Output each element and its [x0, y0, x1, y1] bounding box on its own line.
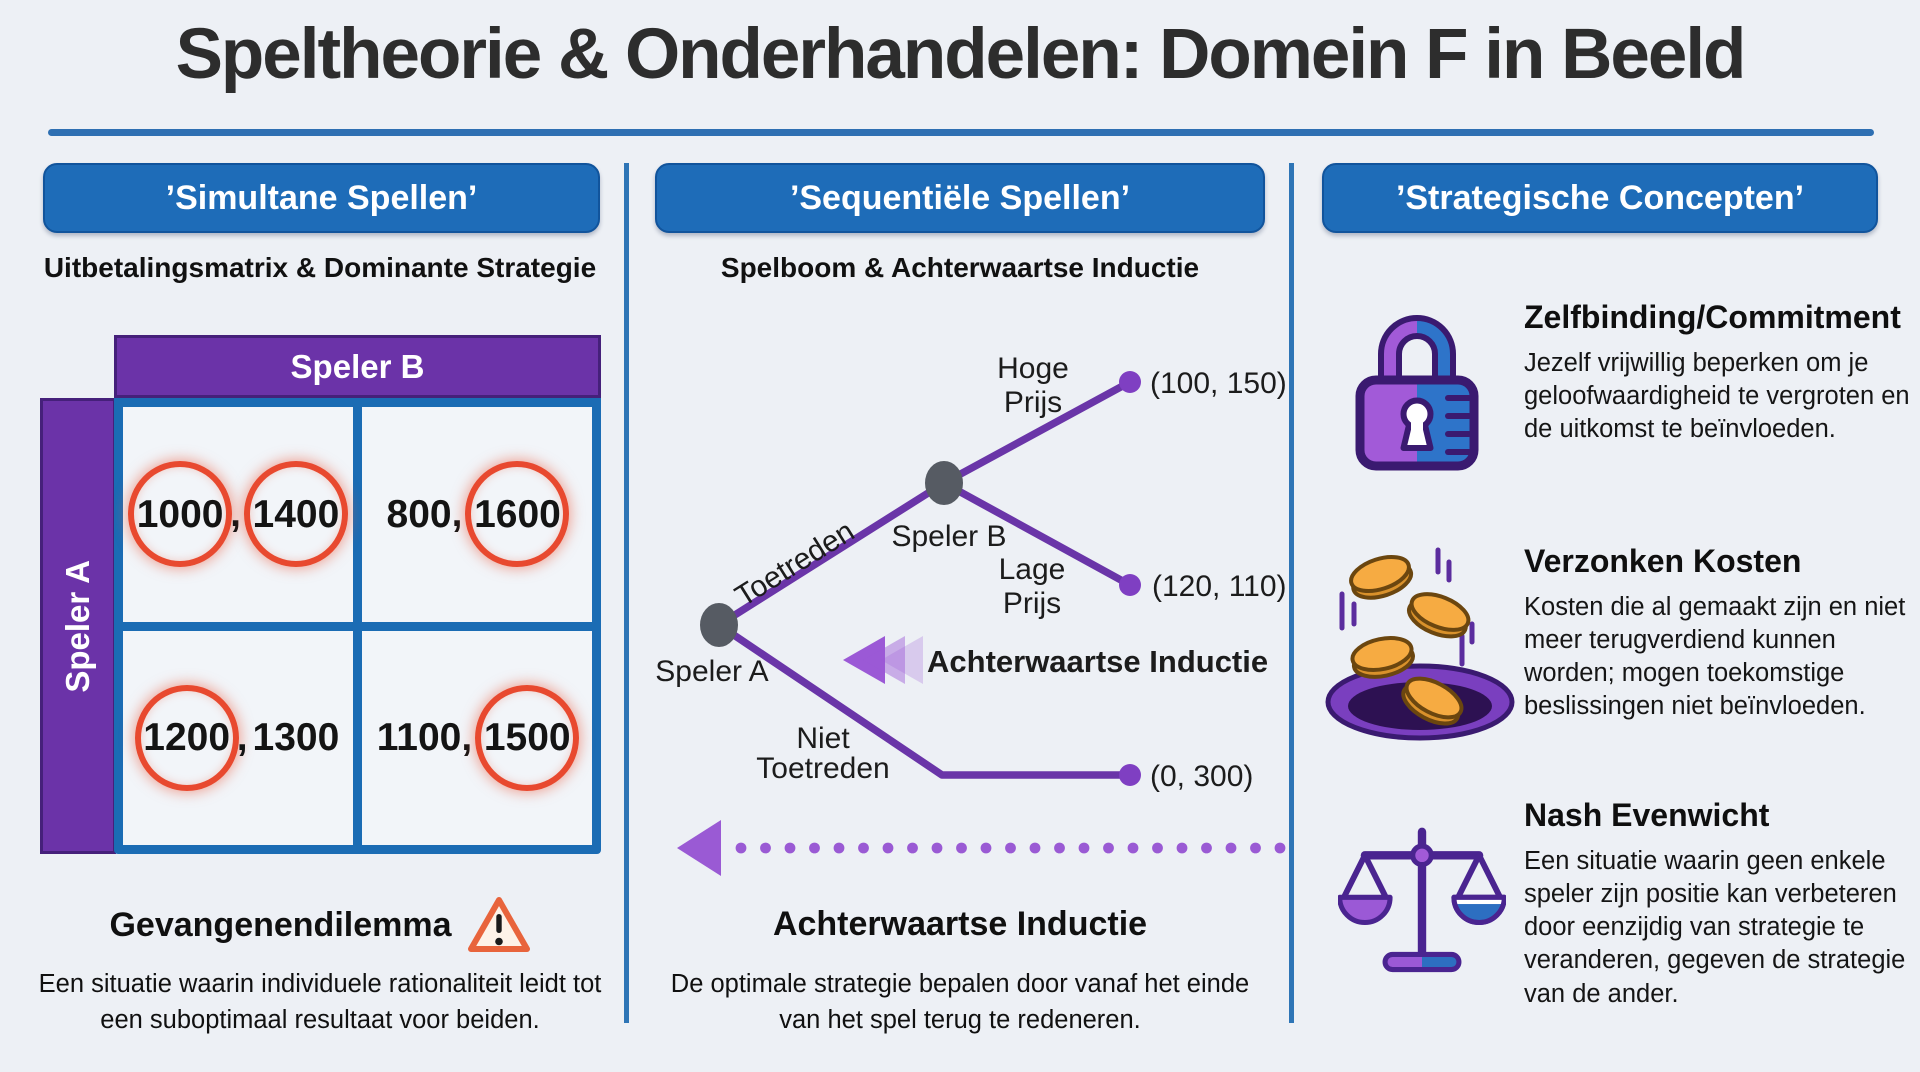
- concept-description-commitment: Jezelf vrijwillig beperken om je geloofw…: [1524, 349, 1910, 444]
- edge-label-lage-prijs-line1: Lage: [999, 553, 1066, 586]
- payoff-cell-top-left: 1000,1400: [123, 407, 353, 622]
- edge-label-toetreden: Toetreden: [730, 515, 861, 614]
- second-player-label: Speler B: [891, 520, 1006, 553]
- backward-induction-arrow-icon: [843, 636, 923, 684]
- backward-induction-description: De optimale strategie bepalen door vanaf…: [670, 970, 1250, 1035]
- prisoners-dilemma-heading: Gevangenendilemma: [25, 895, 615, 955]
- falling-coins-icon: [1325, 547, 1515, 741]
- column-divider-right: [1289, 163, 1294, 1023]
- matrix-column-player-label: Speler B: [290, 347, 425, 385]
- game-tree: Speler A Speler B Toetreden Niet Toetred…: [655, 352, 1287, 876]
- payoff-cell-bottom-left: 1200,1300: [123, 630, 353, 845]
- payoff-a: 1000: [128, 461, 233, 568]
- root-player-label: Speler A: [655, 655, 768, 688]
- column-header-concepten-label: ’Strategische Concepten’: [1395, 178, 1805, 217]
- column-header-sequentieel-label: ’Sequentiële Spellen’: [789, 178, 1131, 217]
- edge-label-lage-prijs-line2: Prijs: [1003, 587, 1061, 620]
- column-header-simultane: ’Simultane Spellen’: [43, 163, 600, 233]
- decision-node-speler-a: [700, 603, 738, 647]
- edge-label-hoge-prijs-line2: Prijs: [1004, 386, 1062, 419]
- matrix-row-player-label: Speler A: [59, 559, 96, 693]
- payoff-low-price: (120, 110): [1152, 570, 1287, 603]
- concept-description-nash: Een situatie waarin geen enkele speler z…: [1524, 847, 1906, 1008]
- simultane-subtitle: Uitbetalingsmatrix & Dominante Strategie: [43, 252, 597, 283]
- title-underline: [48, 129, 1874, 136]
- column-header-sequentieel: ’Sequentiële Spellen’: [655, 163, 1265, 233]
- payoff-cell-top-right: 800,1600: [362, 407, 592, 622]
- concept-description-sunk-cost: Kosten die al gemaakt zijn en niet meer …: [1524, 593, 1906, 721]
- payoff-b: 1500: [475, 684, 580, 791]
- column-divider-left: [624, 163, 629, 1023]
- column-header-simultane-label: ’Simultane Spellen’: [165, 178, 478, 217]
- payoff-separator: ,: [451, 492, 463, 536]
- payoff-a: 1200: [134, 684, 239, 791]
- payoff-b: 1400: [243, 461, 348, 568]
- backward-induction-heading: Achterwaartse Inductie: [772, 905, 1148, 943]
- edge-label-niet-toetreden-line1: Niet: [796, 722, 850, 755]
- terminal-node-low-price: [1119, 574, 1141, 596]
- dotted-backward-arrow-icon: [677, 820, 1286, 876]
- edge-label-hoge-prijs-line1: Hoge: [997, 352, 1069, 385]
- payoff-matrix: 1000,1400 800,1600 1200,1300 1100,1500: [114, 398, 601, 854]
- payoff-b: 1300: [252, 716, 340, 760]
- warning-triangle-icon: [467, 897, 530, 952]
- payoff-separator: ,: [230, 492, 241, 536]
- prisoners-dilemma-description: Een situatie waarin individuele rational…: [38, 970, 602, 1035]
- payoff-a: 1100: [376, 716, 462, 760]
- edge-label-niet-toetreden-line2: Toetreden: [756, 752, 889, 785]
- tree-edges: [715, 378, 1134, 779]
- payoff-b: 1600: [465, 461, 570, 568]
- balance-scale-icon: [1338, 827, 1506, 973]
- payoff-separator: ,: [461, 715, 473, 759]
- concept-title-sunk-cost: Verzonken Kosten: [1524, 543, 1802, 579]
- payoff-a: 800: [386, 492, 452, 536]
- page-title: Speltheorie & Onderhandelen: Domein F in…: [175, 15, 1747, 94]
- terminal-node-high-price: [1119, 371, 1141, 393]
- concept-title-commitment: Zelfbinding/Commitment: [1524, 299, 1901, 335]
- concept-title-nash: Nash Evenwicht: [1524, 797, 1770, 833]
- payoff-separator: ,: [236, 715, 248, 759]
- prisoners-dilemma-label: Gevangenendilemma: [109, 905, 452, 944]
- matrix-column-player: Speler B: [114, 335, 601, 398]
- lock-icon: [1355, 315, 1479, 471]
- payoff-high-price: (100, 150): [1150, 367, 1287, 400]
- sequentieel-subtitle: Spelboom & Achterwaartse Inductie: [720, 252, 1200, 283]
- payoff-cell-bottom-right: 1100,1500: [362, 630, 592, 845]
- decision-node-speler-b: [925, 461, 963, 505]
- payoff-not-enter: (0, 300): [1150, 760, 1253, 793]
- column-header-concepten: ’Strategische Concepten’: [1322, 163, 1878, 233]
- terminal-node-not-enter: [1119, 764, 1141, 786]
- backward-induction-inline-label: Achterwaartse Inductie: [927, 644, 1268, 679]
- matrix-row-player: Speler A: [40, 398, 116, 854]
